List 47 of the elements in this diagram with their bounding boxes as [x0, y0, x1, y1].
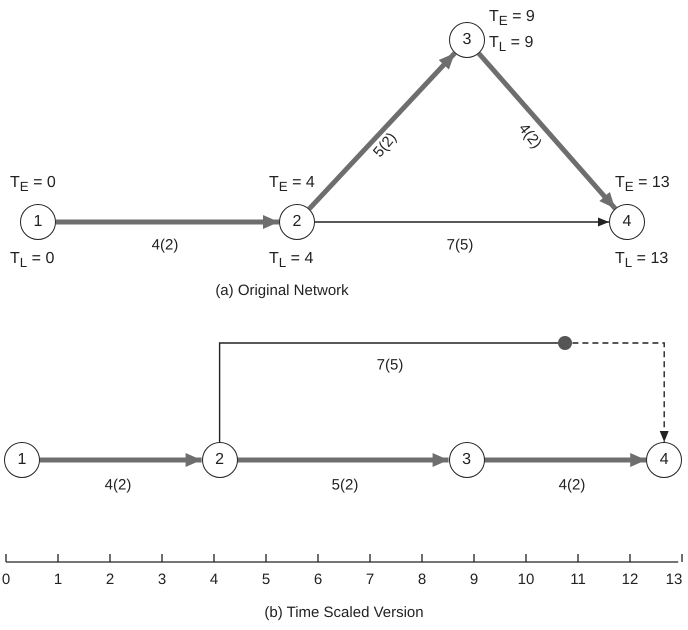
tick-label: 3 — [158, 571, 166, 588]
edge-label: 7(5) — [374, 356, 406, 374]
event-circle: 4 — [646, 442, 682, 478]
connector-line — [218, 342, 558, 442]
thick-arrow — [307, 51, 457, 211]
tick-label: 1 — [54, 571, 62, 588]
thick-arrow — [484, 453, 646, 467]
event-circle: 3 — [449, 22, 485, 58]
arrow — [315, 218, 609, 226]
figure-caption: (a) Original Network — [215, 282, 349, 299]
event-time-label: T$_{E}$ = 13 — [615, 174, 670, 196]
edge-label: 7(5) — [444, 236, 476, 254]
tick-label: 9 — [470, 571, 478, 588]
tick-label: 10 — [518, 571, 534, 588]
tick-label: 0 — [2, 571, 10, 588]
event-time-label: T$_{L}$ = 0 — [10, 250, 54, 272]
tick-label: 7 — [366, 571, 374, 588]
event-time-label: T$_{E}$ = 0 — [10, 174, 56, 196]
event-time-label: T$_{L}$ = 13 — [615, 250, 668, 272]
event-circle: 1 — [4, 442, 40, 478]
event-circle: 3 — [448, 442, 485, 478]
event-circle: 2 — [202, 442, 238, 478]
edge-label: 4(2) — [102, 476, 134, 494]
thick-arrow — [40, 453, 202, 467]
event-time-label: T$_{L}$ = 4 — [269, 250, 314, 272]
thick-arrow — [238, 453, 449, 467]
edge-label: 5(2) — [330, 476, 360, 494]
tick-label: 2 — [106, 571, 114, 588]
thick-arrow — [477, 52, 617, 210]
edge-label: 4(2) — [556, 476, 588, 494]
thick-arrow — [56, 215, 279, 229]
tick-label: 8 — [418, 571, 426, 588]
event-circle: 2 — [279, 204, 315, 240]
tick-label: 11 — [570, 571, 586, 588]
event-time-label: T$_{E}$ = 4 — [269, 174, 315, 196]
tick-label: 6 — [314, 571, 322, 588]
edge-label: 4(2) — [150, 236, 180, 254]
tick-label: 13 — [666, 571, 682, 588]
event-circle: 4 — [609, 204, 645, 240]
tick-label: 5 — [262, 571, 270, 588]
figure-caption: (b) Time Scaled Version — [264, 604, 424, 621]
tick-label: 4 — [210, 571, 218, 588]
tick-label: 12 — [622, 571, 638, 588]
event-circle: 1 — [20, 204, 56, 240]
arrow — [572, 342, 669, 442]
event-time-label: T$_{L}$ = 9 — [489, 34, 534, 56]
event-time-label: T$_{E}$ = 9 — [489, 8, 535, 30]
